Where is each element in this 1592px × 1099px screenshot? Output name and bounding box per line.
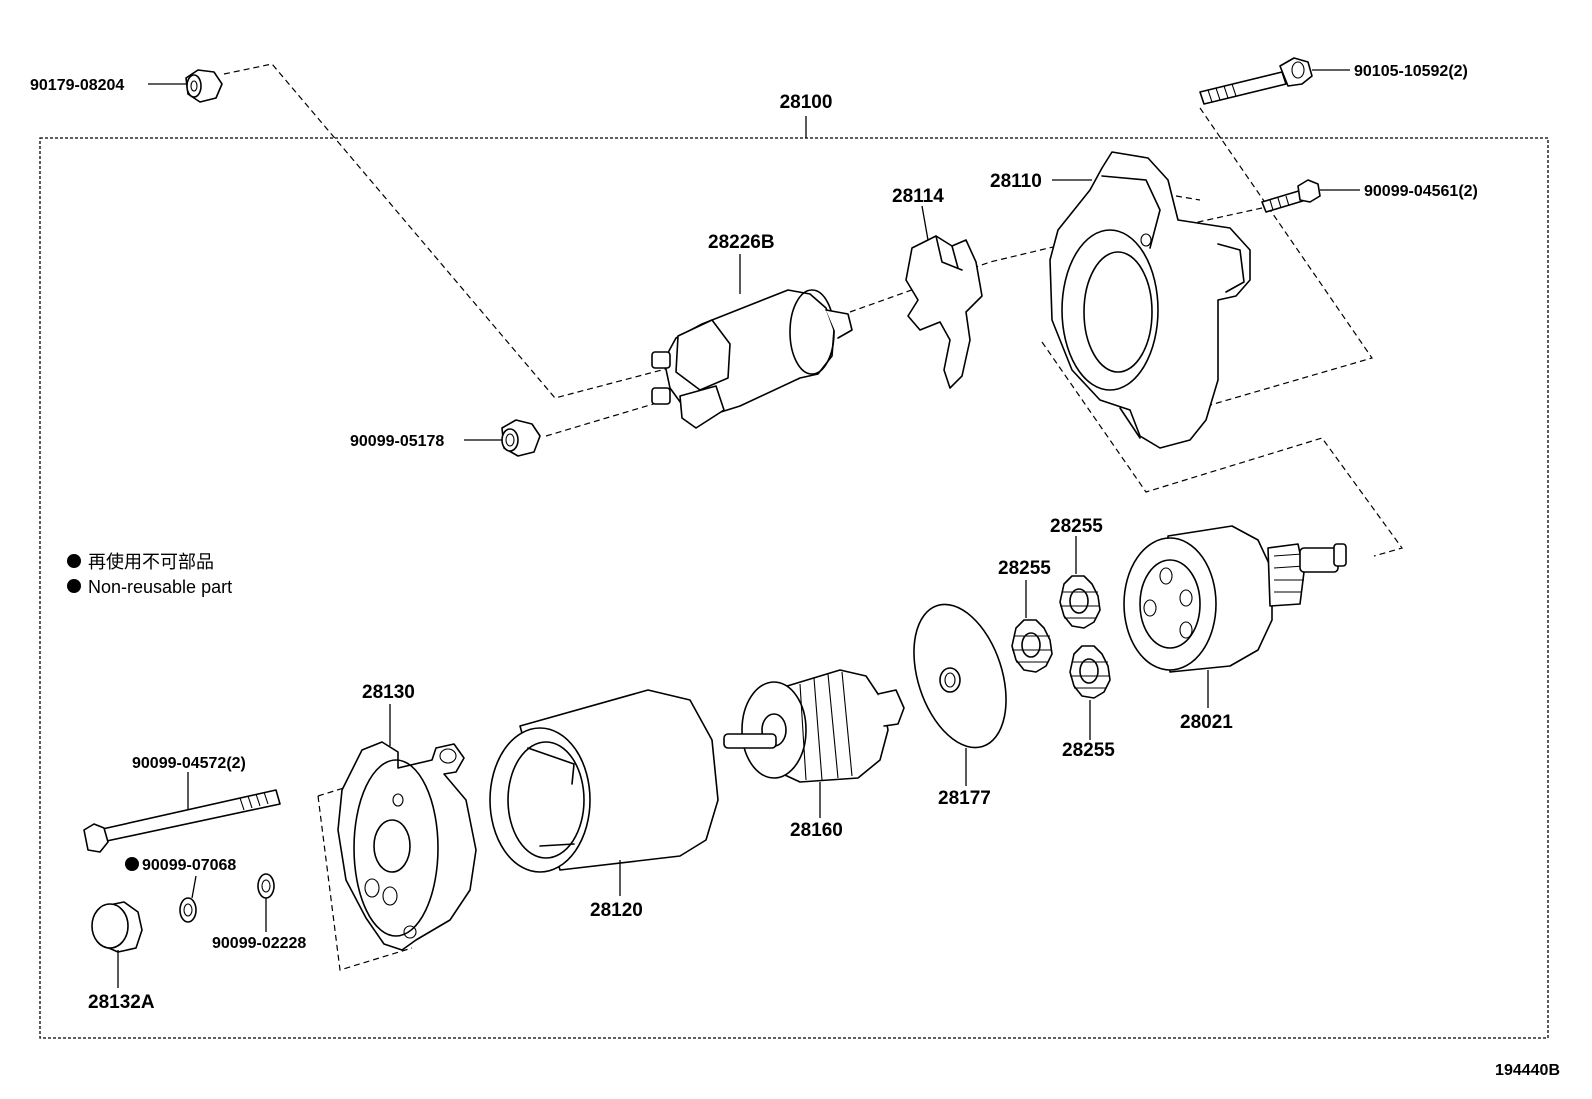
label-housing: 28110	[990, 171, 1042, 192]
label-bolt-top: 90105-10592(2)	[1354, 63, 1468, 80]
label-nut-top: 90179-08204	[30, 77, 124, 94]
label-through-bolt: 90099-04572(2)	[132, 755, 246, 772]
bolt-90105-10592	[1199, 57, 1313, 105]
plate-28177	[913, 603, 1007, 749]
label-washer: 90099-02228	[212, 935, 306, 952]
assembly-label: 28100	[780, 92, 833, 113]
figure-id: 194440B	[1495, 1062, 1560, 1079]
solenoid-28226B	[651, 289, 853, 429]
label-solenoid: 28226B	[708, 232, 775, 253]
gear-28255-c	[1069, 645, 1111, 699]
label-screw-right: 90099-04561(2)	[1364, 183, 1478, 200]
end-frame-28130	[337, 741, 477, 951]
label-armature: 28160	[790, 820, 843, 841]
label-gear-c: 28255	[1062, 740, 1115, 761]
cap-28132A	[91, 901, 143, 953]
nut-90179-08204	[185, 69, 223, 103]
label-yoke: 28120	[590, 900, 643, 921]
armature-28160	[723, 669, 905, 783]
legend: 再使用不可部品 Non-reusable part	[67, 552, 232, 597]
legend-ja: 再使用不可部品	[88, 552, 214, 572]
gear-28255-b	[1059, 575, 1101, 629]
through-bolt-90099-04572	[83, 789, 281, 853]
yoke-28120	[489, 689, 719, 873]
drive-housing-28110	[1049, 151, 1251, 449]
legend-dot-ja	[67, 554, 81, 568]
gear-28255-a	[1011, 619, 1053, 673]
label-washer-nonreusable: 90099-07068	[142, 857, 236, 874]
legend-dot-en	[67, 579, 81, 593]
label-cap: 28132A	[88, 992, 155, 1013]
label-nut-solenoid: 90099-05178	[350, 433, 444, 450]
clutch-28021	[1123, 525, 1347, 673]
label-plate: 28177	[938, 788, 991, 809]
label-clutch: 28021	[1180, 712, 1233, 733]
washer-90099-07068	[179, 897, 197, 923]
label-gear-b: 28255	[1050, 516, 1103, 537]
legend-en: Non-reusable part	[88, 577, 232, 597]
nut-90099-05178	[501, 419, 541, 457]
drive-lever-28114	[905, 235, 983, 389]
nonreusable-dot	[125, 857, 139, 871]
label-gear-a: 28255	[998, 558, 1051, 579]
screw-90099-04561	[1261, 179, 1321, 213]
label-lever: 28114	[892, 186, 944, 207]
assembly-frame	[39, 137, 1549, 1039]
washer-90099-02228	[257, 873, 275, 899]
label-end-frame: 28130	[362, 682, 415, 703]
